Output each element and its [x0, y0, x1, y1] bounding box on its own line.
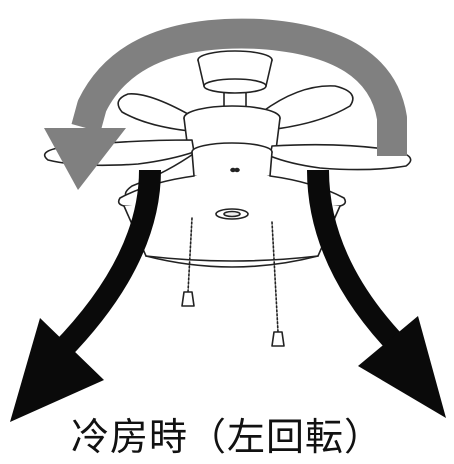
- fan-canopy: [197, 50, 273, 113]
- mode-caption: 冷房時（左回転）: [70, 415, 383, 459]
- fan-pull-chains: [181, 217, 285, 347]
- right-airflow-arrow-icon: [307, 169, 446, 418]
- fan-light-kit: [117, 142, 347, 268]
- counterclockwise-rotation-arrow-icon: [44, 18, 407, 190]
- fan-blades-back: [117, 85, 354, 133]
- ceiling-fan-icon: [43, 50, 412, 347]
- left-airflow-arrow-icon: [10, 169, 161, 422]
